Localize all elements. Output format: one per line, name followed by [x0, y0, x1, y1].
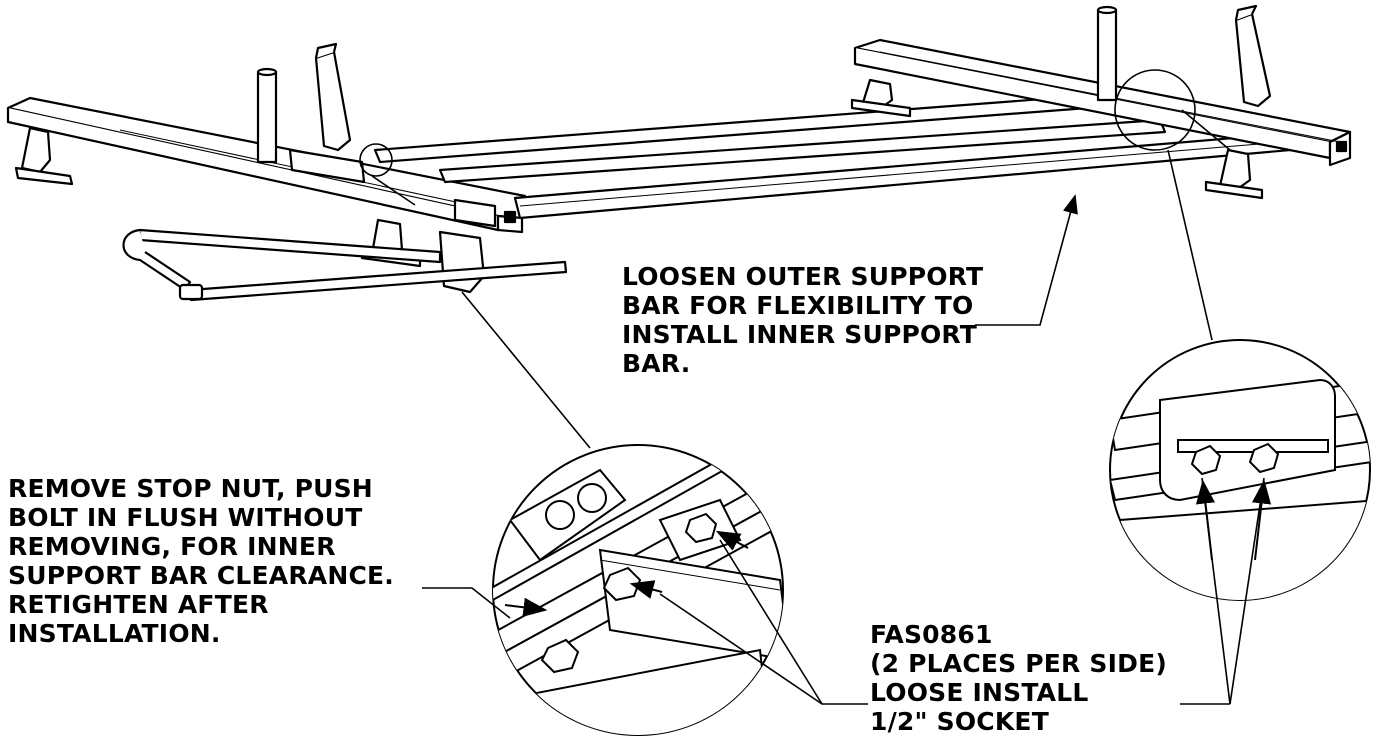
left-hook-stop — [314, 42, 352, 152]
callout-line: BOLT IN FLUSH WITHOUT — [8, 503, 363, 532]
leader-lines — [371, 109, 1265, 705]
callout-line: 1/2" SOCKET — [870, 707, 1049, 736]
callout-line: FAS0861 — [870, 620, 993, 649]
right-end-foot — [1204, 148, 1264, 200]
callout-line: LOOSEN OUTER SUPPORT — [622, 262, 984, 291]
callout-line: REMOVING, FOR INNER — [8, 532, 336, 561]
callout-line: REMOVE STOP NUT, PUSH — [8, 474, 373, 503]
detail-view-stop-nut — [492, 444, 784, 736]
detail-circle-b — [1114, 69, 1196, 151]
detail-view-fasteners — [1109, 339, 1371, 601]
callout-outer-support-bar: LOOSEN OUTER SUPPORT BAR FOR FLEXIBILITY… — [622, 262, 983, 378]
right-post — [1096, 5, 1118, 102]
callout-line: SUPPORT BAR CLEARANCE. — [8, 561, 394, 590]
drop-down-roller-bar — [122, 228, 568, 302]
callout-line: (2 PLACES PER SIDE) — [870, 649, 1167, 678]
callout-line: RETIGHTEN AFTER — [8, 590, 269, 619]
callout-line: BAR. — [622, 349, 691, 378]
callout-fastener: FAS0861 (2 PLACES PER SIDE) LOOSE INSTAL… — [870, 620, 1167, 736]
right-hook-stop — [1234, 4, 1272, 108]
callout-line: INSTALL INNER SUPPORT — [622, 320, 978, 349]
callout-stop-nut: REMOVE STOP NUT, PUSH BOLT IN FLUSH WITH… — [8, 474, 394, 648]
mid-right-foot — [850, 78, 912, 118]
fastener-arrows — [1195, 479, 1272, 561]
callout-line: LOOSE INSTALL — [870, 678, 1089, 707]
callout-line: BAR FOR FLEXIBILITY TO — [622, 291, 974, 320]
left-post — [256, 67, 278, 164]
callout-line: INSTALLATION. — [8, 619, 221, 648]
detail-circle-a — [359, 143, 393, 177]
left-foot-bracket — [14, 126, 74, 186]
